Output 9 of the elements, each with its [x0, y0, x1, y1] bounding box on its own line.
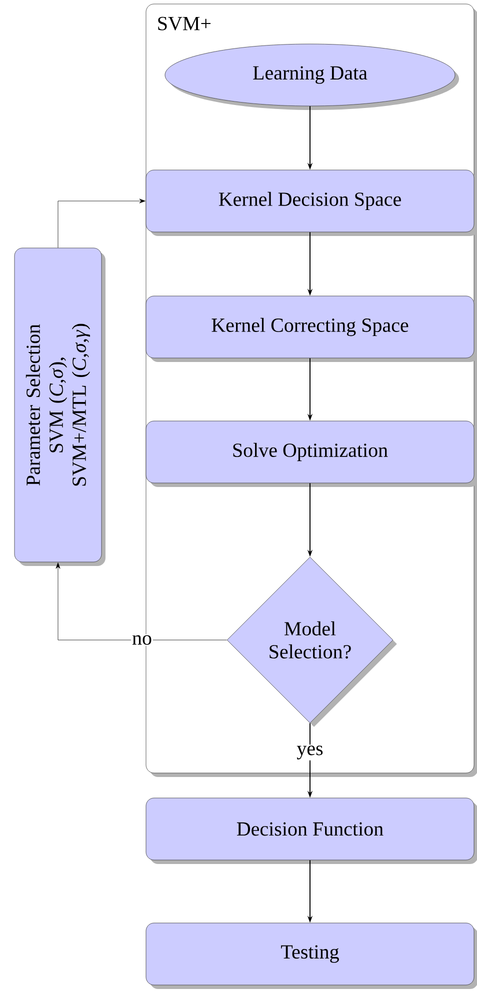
edge-label: yes	[296, 744, 324, 760]
arrow	[56, 562, 227, 640]
process-box: Kernel Correcting Space	[146, 296, 477, 362]
edge-label: no	[131, 634, 153, 646]
process-box: Solve Optimization	[146, 420, 477, 487]
arrow	[58, 198, 146, 248]
process-box: Testing	[146, 922, 477, 989]
process-box: Kernel Decision Space	[146, 170, 477, 236]
process-box: Decision Function	[146, 798, 477, 864]
